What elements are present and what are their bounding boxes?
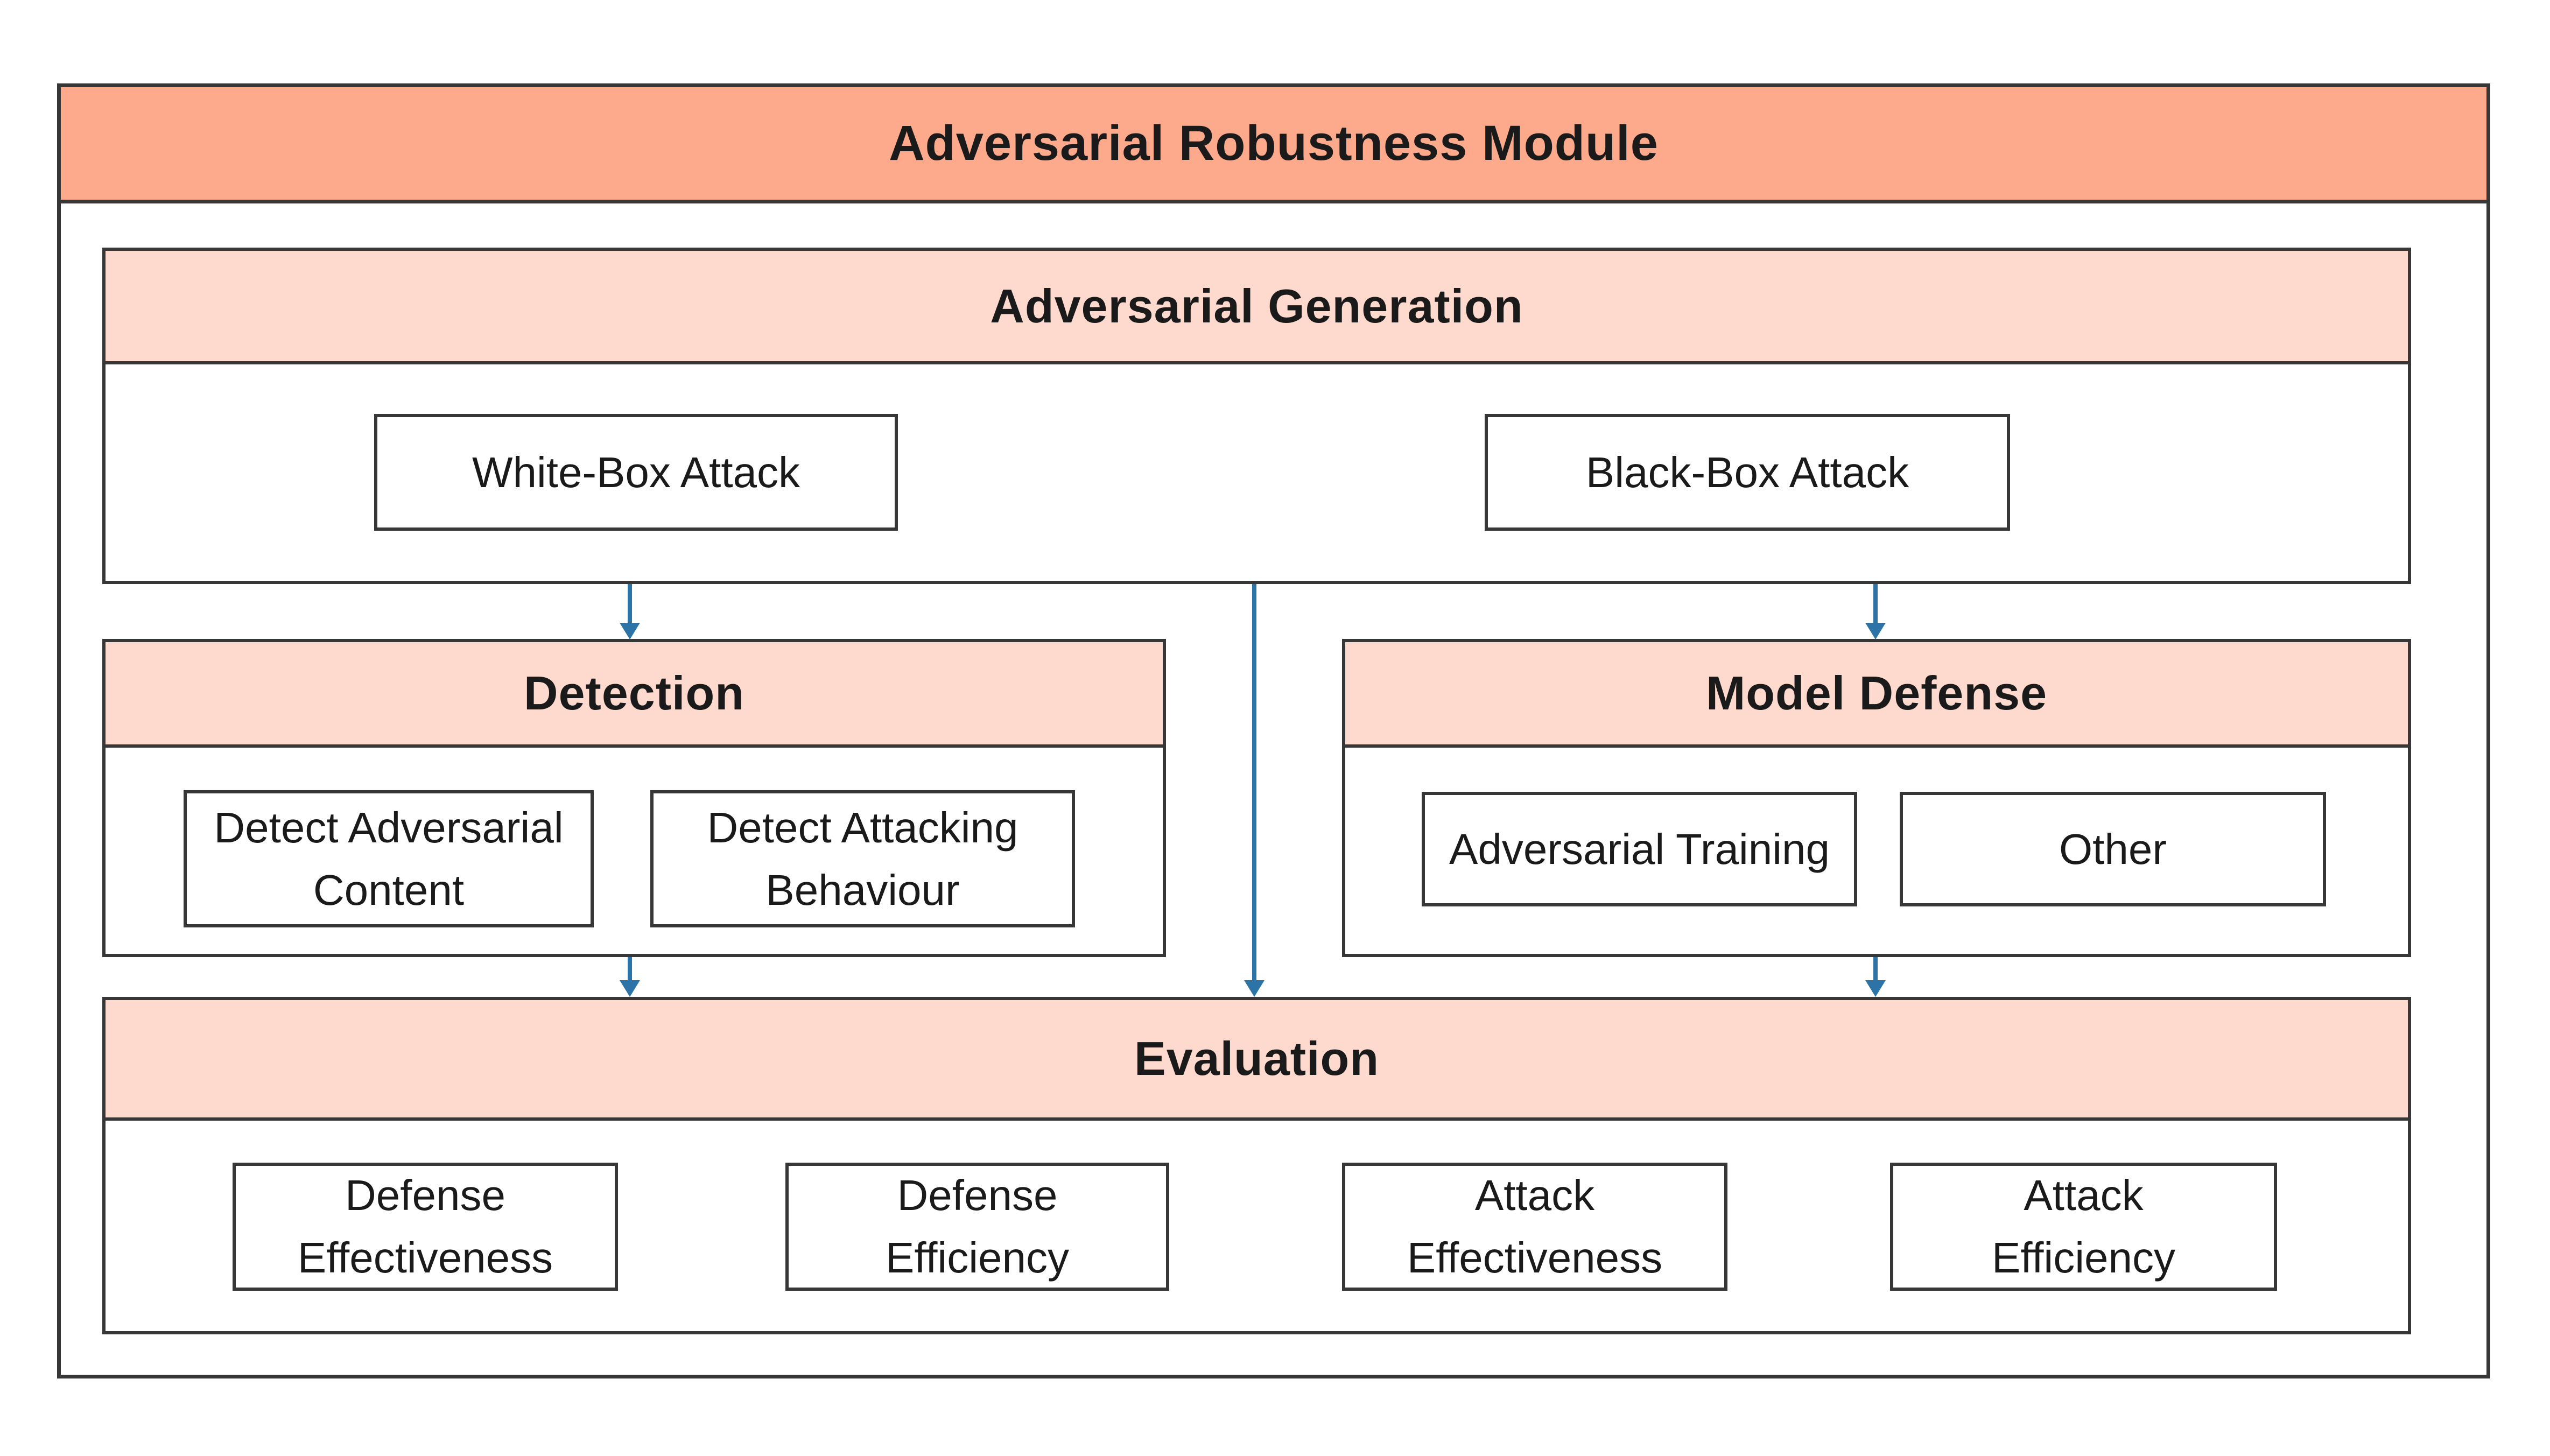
node-white-box-attack: White-Box Attack: [374, 414, 898, 531]
section-header-model-defense: Model Defense: [1345, 642, 2408, 748]
arrow-shaft: [1873, 957, 1878, 980]
node-label: Detect Attacking Behaviour: [707, 803, 1018, 914]
node-detect-adversarial-content: Detect Adversarial Content: [184, 790, 594, 927]
node-label: Defense Efficiency: [886, 1171, 1069, 1282]
node-defense-effectiveness: Defense Effectiveness: [233, 1163, 618, 1291]
section-title: Adversarial Generation: [990, 279, 1523, 333]
arrow-generation-to-model-defense: [1865, 584, 1886, 639]
node-label: Defense Effectiveness: [297, 1171, 553, 1282]
node-detect-attacking-behaviour: Detect Attacking Behaviour: [650, 790, 1075, 927]
node-adversarial-training: Adversarial Training: [1422, 792, 1857, 906]
node-black-box-attack: Black-Box Attack: [1485, 414, 2010, 531]
section-header-detection: Detection: [106, 642, 1163, 748]
arrow-generation-to-detection: [620, 584, 640, 639]
section-detection: Detection Detect Adversarial Content Det…: [102, 639, 1166, 957]
section-title: Detection: [524, 666, 744, 720]
section-adversarial-generation: Adversarial Generation White-Box Attack …: [102, 248, 2411, 584]
section-header-evaluation: Evaluation: [106, 1000, 2408, 1121]
arrow-detection-to-evaluation: [620, 957, 640, 997]
node-label: White-Box Attack: [472, 448, 800, 496]
node-attack-efficiency: Attack Efficiency: [1890, 1163, 2277, 1291]
node-label: Black-Box Attack: [1585, 448, 1909, 496]
section-header-adversarial-generation: Adversarial Generation: [106, 251, 2408, 364]
node-label: Adversarial Training: [1449, 825, 1830, 873]
section-title: Evaluation: [1134, 1032, 1379, 1085]
arrow-shaft: [628, 957, 632, 980]
section-title: Model Defense: [1705, 666, 2048, 720]
section-model-defense: Model Defense Adversarial Training Other: [1342, 639, 2411, 957]
node-attack-effectiveness: Attack Effectiveness: [1342, 1163, 1727, 1291]
arrow-model-defense-to-evaluation: [1865, 957, 1886, 997]
arrow-shaft: [1873, 584, 1878, 623]
arrowhead-down-icon: [1865, 980, 1886, 997]
arrowhead-down-icon: [620, 980, 640, 997]
section-evaluation: Evaluation Defense Effectiveness Defense…: [102, 997, 2411, 1334]
node-defense-efficiency: Defense Efficiency: [785, 1163, 1169, 1291]
arrow-shaft: [1252, 584, 1256, 980]
node-label: Attack Efficiency: [1992, 1171, 2175, 1282]
module-title-bar: Adversarial Robustness Module: [61, 87, 2486, 203]
arrowhead-down-icon: [1865, 623, 1886, 639]
node-label: Attack Effectiveness: [1407, 1171, 1663, 1282]
arrowhead-down-icon: [1244, 980, 1265, 997]
adversarial-robustness-module: Adversarial Robustness Module Adversaria…: [57, 83, 2490, 1378]
node-other: Other: [1900, 792, 2326, 906]
node-label: Other: [2059, 825, 2167, 873]
arrowhead-down-icon: [620, 623, 640, 639]
arrow-shaft: [628, 584, 632, 623]
node-label: Detect Adversarial Content: [214, 803, 564, 914]
module-title: Adversarial Robustness Module: [889, 116, 1659, 171]
arrow-generation-to-evaluation: [1244, 584, 1265, 997]
